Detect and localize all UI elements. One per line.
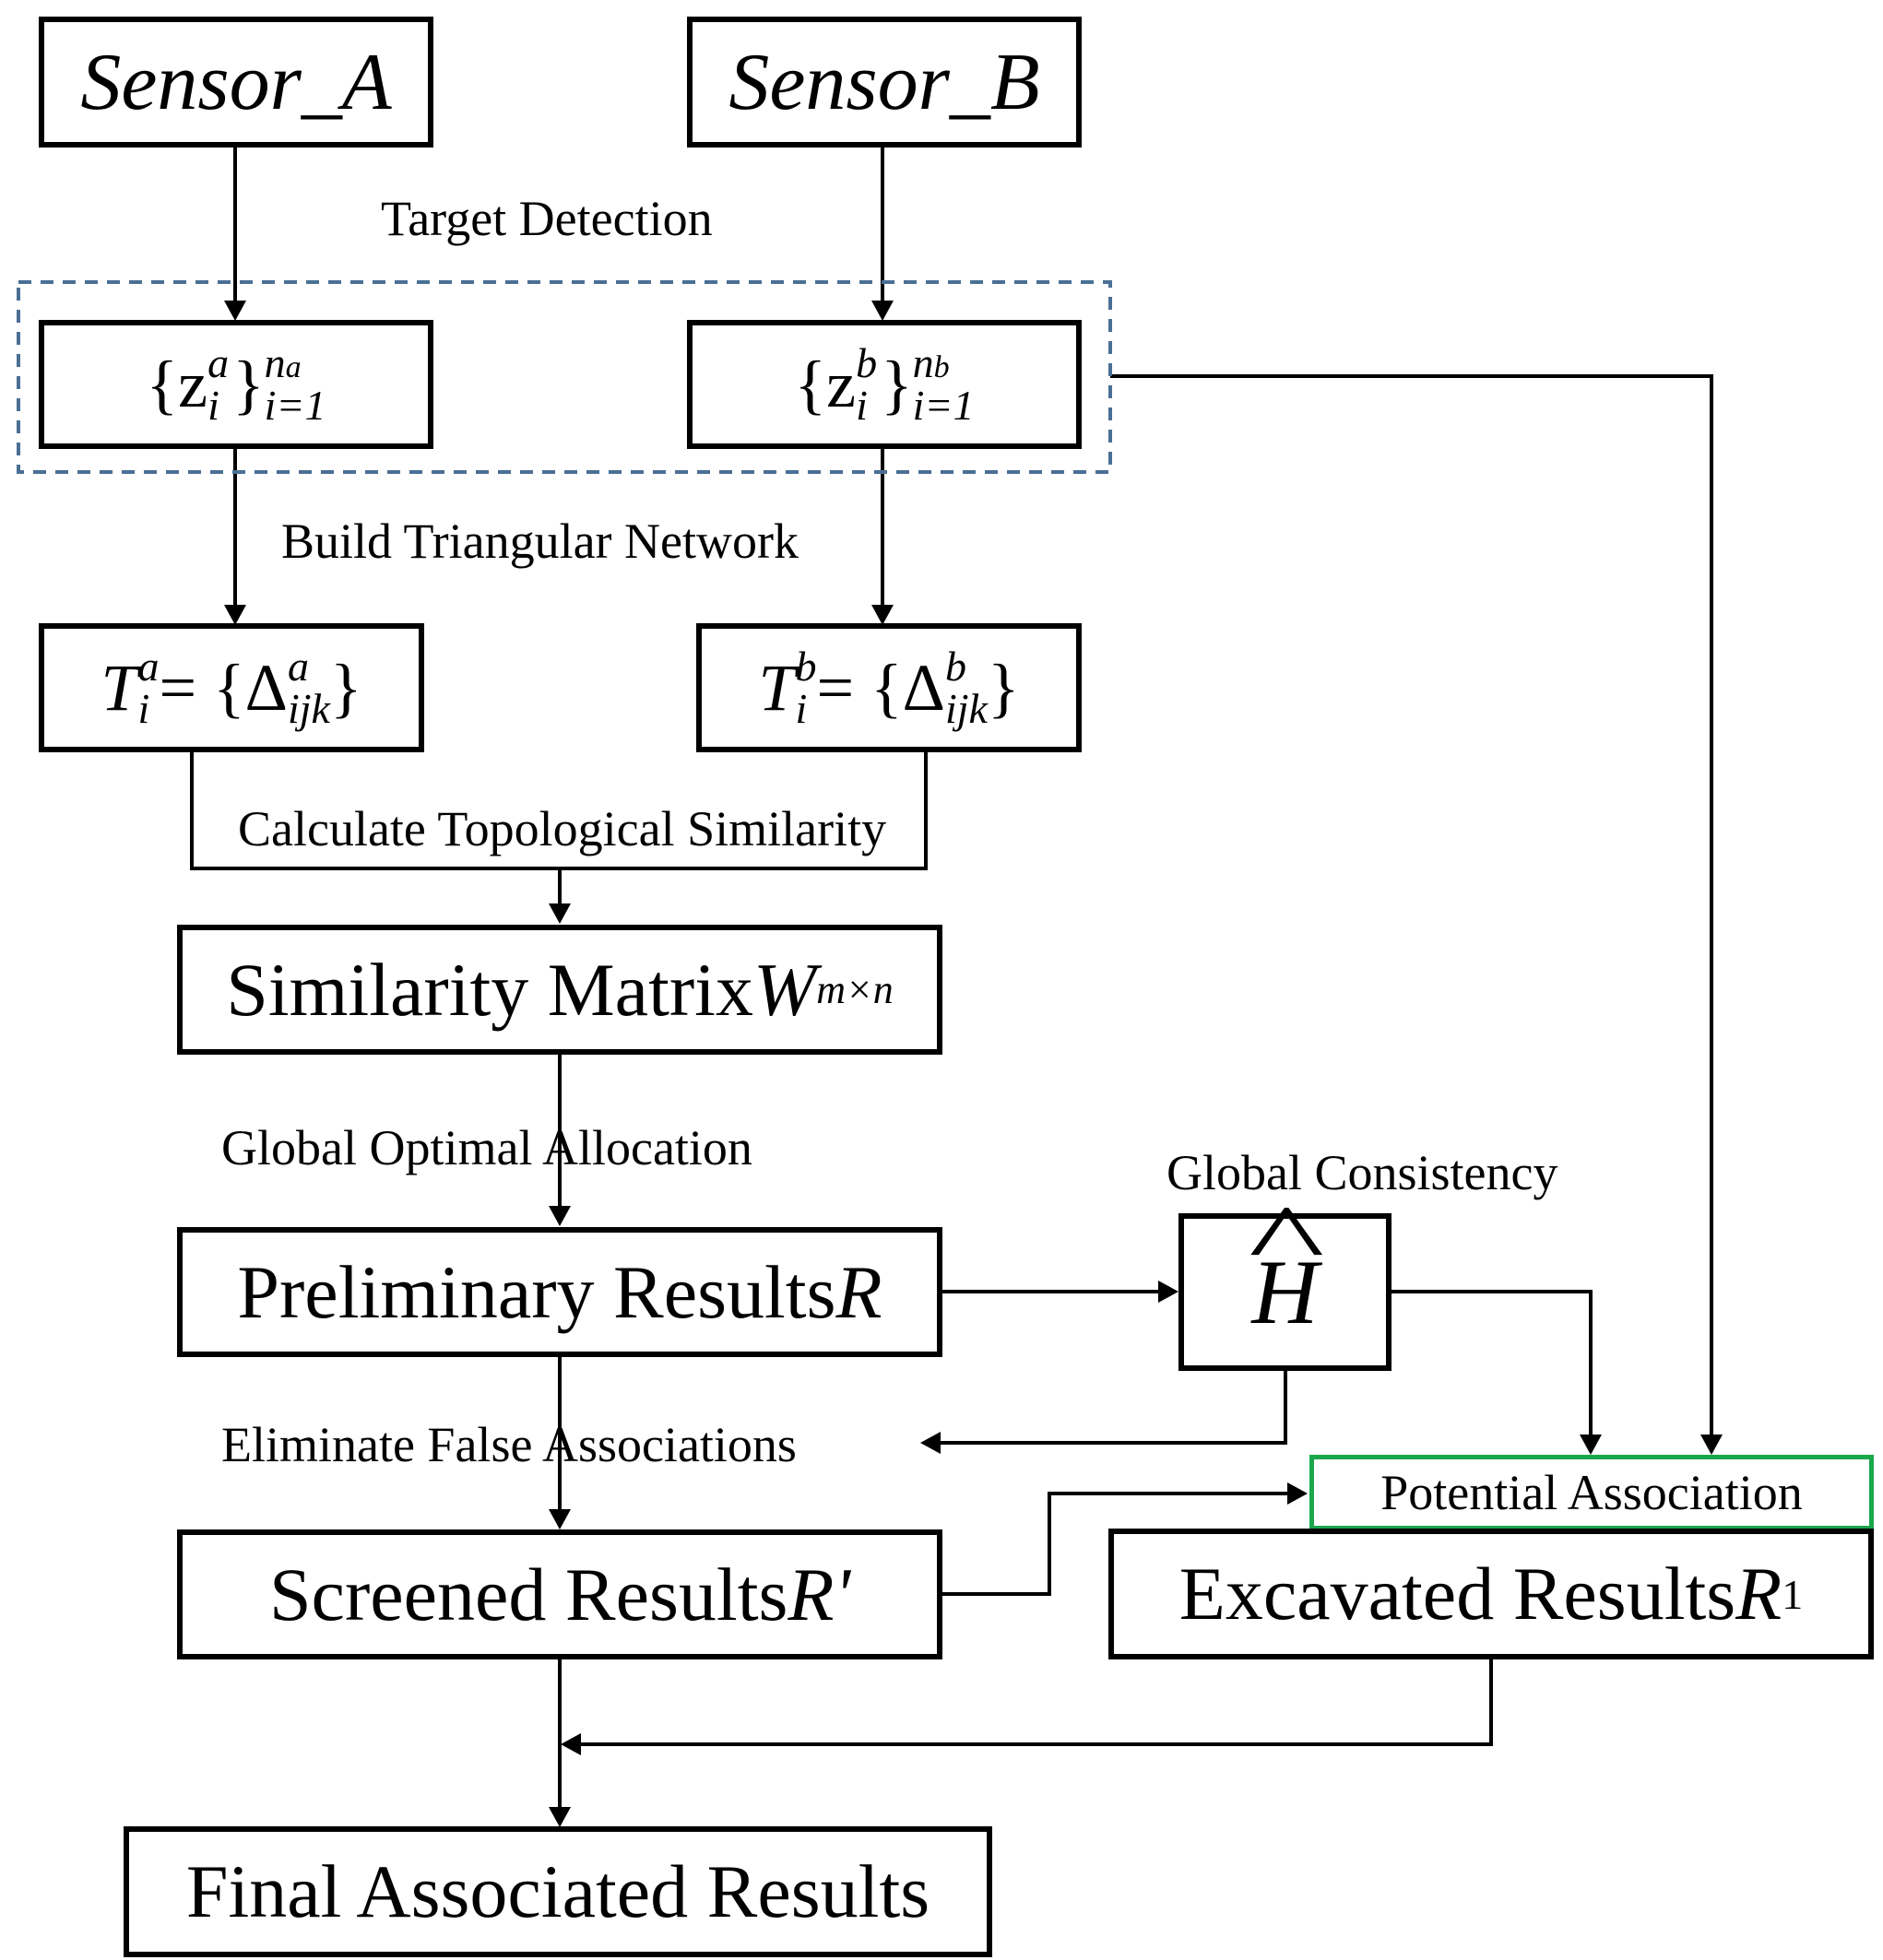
edge-zb-to-potential [1110,374,1713,1435]
edge-h-to-potential [1392,1290,1593,1435]
tb-sub: i [795,685,808,732]
za-sub: i [207,382,219,429]
zb-lower: i=1 [912,382,975,429]
final-text: Final Associated Results [185,1849,930,1933]
global-optimal-label: Global Optimal Allocation [221,1120,752,1175]
preliminary-node: Preliminary Results R [177,1227,942,1357]
tb-eq: = { [816,650,903,725]
tb-sup: b [795,643,817,690]
screened-text: Screened Results [268,1552,788,1636]
sensor-b-label: Sensor [728,37,950,127]
excavated-text: Excavated Results [1178,1552,1736,1635]
ta-sub: i [137,685,150,732]
potential-text: Potential Association [1380,1465,1803,1520]
tb-dsup: b [944,643,966,690]
za-close: } [232,347,265,421]
ta-close: } [329,650,362,725]
za-open: { [146,347,179,421]
global-consistency-label: Global Consistency [1167,1145,1558,1200]
tb-delta: Δ [902,650,945,725]
za-upper: n [264,339,286,386]
eliminate-label: Eliminate False Associations [221,1417,797,1472]
za-upper-sub: a [285,350,302,384]
build-network-label: Build Triangular Network [281,514,799,569]
zb-upper-sub: b [933,350,950,384]
sensor-a-sep: _ [301,37,342,127]
sensor-a-label: Sensor [80,37,302,127]
zb-open: { [794,347,827,421]
screened-node: Screened Results R' [177,1529,942,1659]
tb-base: T [758,650,796,725]
excavated-var: R [1735,1552,1782,1635]
sensor-b-node: Sensor _ B [687,17,1082,148]
za-base: z [178,347,208,421]
tb-close: } [987,650,1020,725]
zb-sub: i [856,382,868,429]
h-hat-node: H ^ [1178,1184,1392,1371]
za-sup: a [207,339,230,386]
hat-icon: ^ [1249,1184,1325,1296]
ta-base: T [101,650,138,725]
ta-eq: = { [159,650,245,725]
potential-association-node: Potential Association [1309,1455,1874,1530]
similarity-text: Similarity Matrix [226,947,753,1032]
preliminary-var: R [835,1249,882,1334]
topological-label: Calculate Topological Similarity [238,801,887,856]
ta-sup: a [137,643,160,690]
ta-dsup: a [287,643,309,690]
zb-base: z [826,347,857,421]
sensor-b-tail: B [989,37,1040,127]
sensor-a-tail: A [341,37,392,127]
sensor-a-node: Sensor _ A [39,17,433,148]
zb-upper: n [912,339,934,386]
preliminary-text: Preliminary Results [237,1249,836,1334]
zb-close: } [881,347,913,421]
detection-group-outline [17,280,1112,474]
sensor-b-sep: _ [949,37,990,127]
excavated-sub: 1 [1782,1570,1804,1618]
tb-dsub: ijk [944,685,988,732]
h-hat-var: H [1251,1241,1319,1343]
ta-delta: Δ [244,650,288,725]
edge-h-to-eliminate [941,1371,1287,1445]
target-detection-label: Target Detection [381,191,713,246]
edge-screened-to-potential [942,1492,1287,1596]
zb-sup: b [856,339,878,386]
edge-excavated-to-final [581,1659,1493,1746]
screened-var: R' [788,1552,851,1636]
final-node: Final Associated Results [124,1826,992,1957]
similarity-sub: m×n [816,967,894,1012]
za-lower: i=1 [264,382,326,429]
similarity-var: W [752,947,817,1032]
ta-dsub: ijk [287,685,330,732]
